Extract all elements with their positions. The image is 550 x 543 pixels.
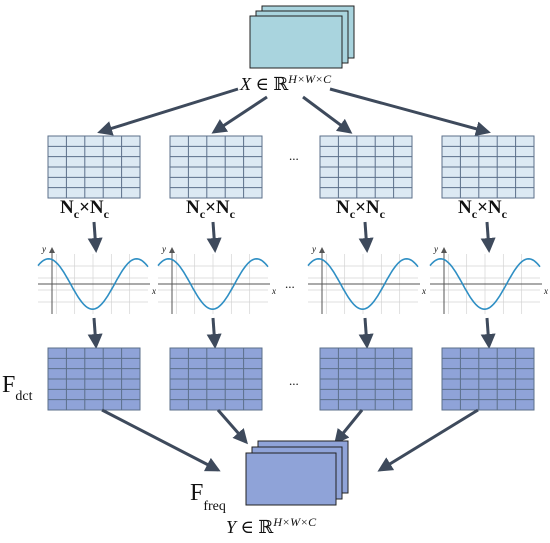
arrow-patch-2-down xyxy=(206,221,222,253)
arrow-x-to-patch-2 xyxy=(211,95,268,134)
arrow-basis-2-down xyxy=(206,317,222,349)
dct-grids xyxy=(47,347,535,411)
basis-to-dct-arrows xyxy=(87,317,496,349)
patch-size-label-2: Nc×Nc xyxy=(186,197,236,221)
basis-plot-3: yx xyxy=(307,244,426,314)
ellipsis-row-3: ... xyxy=(289,373,299,388)
input-arrows xyxy=(97,87,491,137)
arrow-patch-1-down xyxy=(87,221,103,253)
arrow-basis-1-down xyxy=(87,317,103,349)
dct-to-output-arrows xyxy=(101,408,479,472)
basis-plot-1: yx xyxy=(37,244,156,314)
ellipsis-row-1: ... xyxy=(289,148,299,163)
patch-grid-1 xyxy=(47,135,141,199)
arrow-patch-4-down xyxy=(480,221,496,253)
arrow-x-to-patch-3 xyxy=(302,95,353,134)
patch-grids xyxy=(47,135,535,199)
f-dct-label: Fdct xyxy=(2,372,33,404)
arrow-x-to-patch-4 xyxy=(329,87,491,137)
y-axis-label: y xyxy=(433,244,438,254)
dct-grid-1 xyxy=(47,347,141,411)
basis-curve xyxy=(429,257,541,311)
dct-grid-4 xyxy=(441,347,535,411)
arrow-basis-3-down xyxy=(358,317,374,349)
f-freq-label: Ffreq xyxy=(190,480,226,514)
x-axis-label: x xyxy=(271,286,276,296)
patch-to-basis-arrows xyxy=(87,221,496,253)
output-tensor xyxy=(245,440,349,506)
arrow-dct-4-to-output xyxy=(377,408,479,472)
patch-size-label-3: Nc×Nc xyxy=(336,197,386,221)
patch-grid-4 xyxy=(441,135,535,199)
ellipsis-row-2: ... xyxy=(285,276,295,291)
x-axis-label: x xyxy=(151,286,156,296)
basis-plot-4: yx xyxy=(429,244,548,314)
patch-size-label-1: Nc×Nc xyxy=(60,197,110,221)
basis-curve xyxy=(307,257,419,311)
y-axis-label: y xyxy=(161,244,166,254)
x-axis-label: x xyxy=(543,286,548,296)
arrow-dct-3-to-output xyxy=(334,409,364,445)
arrow-basis-4-down xyxy=(480,317,496,349)
arrow-dct-2-to-output xyxy=(216,409,248,445)
output-label: Y ∈ ℝH×W×C xyxy=(226,515,317,537)
arrow-x-to-patch-1 xyxy=(97,87,239,136)
arrow-patch-3-down xyxy=(358,221,374,253)
dct-grid-2 xyxy=(169,347,263,411)
dct-grid-3 xyxy=(319,347,413,411)
x-axis-label: x xyxy=(421,286,426,296)
patch-grid-3 xyxy=(319,135,413,199)
basis-plot-2: yx xyxy=(157,244,276,314)
patch-size-label-4: Nc×Nc xyxy=(458,197,508,221)
arrow-dct-1-to-output xyxy=(101,408,221,472)
patch-size-labels: Nc×Nc Nc×Nc Nc×Nc Nc×Nc xyxy=(60,197,508,221)
input-tensor xyxy=(249,5,355,69)
input-label: X ∈ ℝH×W×C xyxy=(239,72,332,94)
y-axis-label: y xyxy=(41,244,46,254)
y-axis-label: y xyxy=(311,244,316,254)
patch-grid-2 xyxy=(169,135,263,199)
basis-curve xyxy=(157,257,269,311)
basis-curve xyxy=(37,257,149,311)
